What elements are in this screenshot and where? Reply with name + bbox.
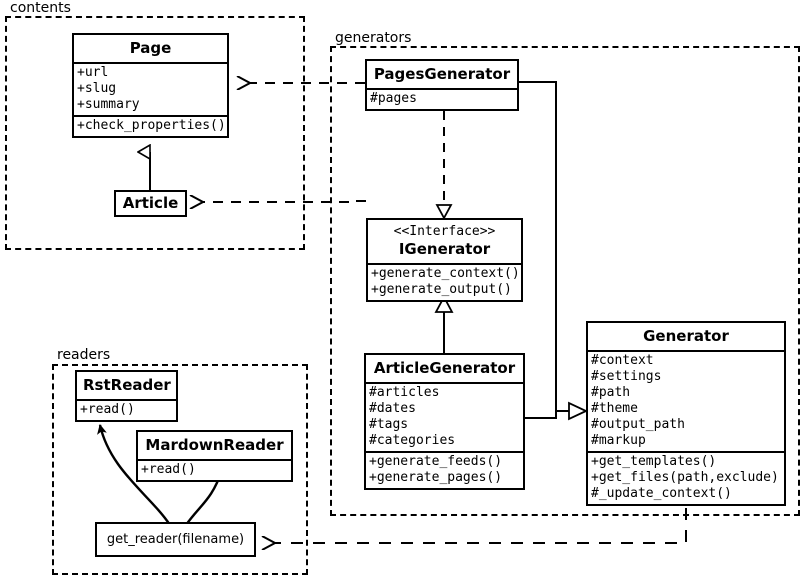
- class-article-generator[interactable]: ArticleGenerator #articles #dates #tags …: [364, 353, 525, 490]
- class-generator-name: Generator: [643, 327, 729, 345]
- attribute-row: +slug: [77, 81, 117, 96]
- operation-row: +generate_pages(): [369, 470, 503, 485]
- edge-generator-depends-getreader: [275, 508, 687, 543]
- class-article-generator-attributes: #articles #dates #tags #categories: [366, 382, 523, 451]
- class-page-attributes: +url +slug +summary: [74, 62, 227, 115]
- edge-pagesgenerator-realizes-igenerator: [435, 111, 453, 220]
- operation-row: +get_files(path,exclude): [591, 470, 779, 485]
- operation-row: +read(): [80, 402, 135, 417]
- class-page-operations: +check_properties(): [74, 115, 227, 136]
- class-generator-attributes: #context #settings #path #theme #output_…: [588, 350, 784, 451]
- attribute-row: +summary: [77, 97, 140, 112]
- attribute-row: #context: [591, 353, 654, 368]
- class-igenerator-header: <<Interface>> IGenerator: [368, 220, 521, 263]
- class-article[interactable]: Article: [114, 190, 187, 217]
- operation-row: +generate_feeds(): [369, 454, 503, 469]
- class-mardown-reader[interactable]: MardownReader +read(): [136, 430, 293, 482]
- edge-articlegenerator-generalizes-generator: [525, 411, 557, 419]
- class-mardown-reader-name: MardownReader: [145, 436, 284, 454]
- operation-row: +read(): [141, 462, 196, 477]
- class-generator[interactable]: Generator #context #settings #path #them…: [586, 321, 786, 506]
- class-pages-generator[interactable]: PagesGenerator #pages: [365, 59, 519, 111]
- operation-row: +check_properties(): [77, 118, 226, 133]
- class-rst-reader-operations: +read(): [77, 399, 176, 420]
- node-get-reader-label: get_reader(filename): [106, 532, 245, 547]
- package-generators-frame: [330, 46, 800, 516]
- attribute-row: #dates: [369, 401, 416, 416]
- edge-pagesgenerator-generalizes-generator: [519, 81, 589, 421]
- attribute-row: #articles: [369, 385, 440, 400]
- node-get-reader[interactable]: get_reader(filename): [95, 522, 256, 557]
- class-article-generator-name: ArticleGenerator: [373, 359, 516, 377]
- class-rst-reader[interactable]: RstReader +read(): [75, 370, 178, 422]
- class-pages-generator-attributes: #pages: [367, 88, 517, 109]
- attribute-row: #output_path: [591, 417, 685, 432]
- class-generator-operations: +get_templates() +get_files(path,exclude…: [588, 451, 784, 504]
- package-readers-label: readers: [55, 347, 113, 363]
- edge-getreader-calls-rstreader: [97, 424, 171, 526]
- attribute-row: +url: [77, 65, 109, 80]
- class-pages-generator-name: PagesGenerator: [373, 65, 511, 83]
- class-article-generator-operations: +generate_feeds() +generate_pages(): [366, 451, 523, 488]
- edge-articlegenerator-generalizes-igenerator: [434, 295, 454, 355]
- class-igenerator-operations: +generate_context() +generate_output(): [368, 263, 521, 300]
- attribute-row: #theme: [591, 401, 638, 416]
- attribute-row: #tags: [369, 417, 409, 432]
- package-readers-frame: [52, 364, 308, 575]
- edge-articlegenerator-depends-article: [203, 201, 366, 202]
- package-generators-label: generators: [333, 30, 414, 46]
- class-article-name: Article: [122, 194, 179, 212]
- class-igenerator-name: IGenerator: [398, 240, 491, 258]
- class-page[interactable]: Page +url +slug +summary +check_properti…: [72, 33, 229, 138]
- operation-row: +generate_output(): [371, 282, 512, 297]
- attribute-row: #path: [591, 385, 631, 400]
- class-igenerator-stereotype: <<Interface>>: [393, 224, 496, 239]
- attribute-row: #categories: [369, 433, 456, 448]
- package-contents-frame: [5, 16, 305, 250]
- operation-row: #_update_context(): [591, 486, 732, 501]
- class-igenerator[interactable]: <<Interface>> IGenerator +generate_conte…: [366, 218, 523, 302]
- operation-row: +get_templates(): [591, 454, 717, 469]
- package-contents-label: contents: [8, 0, 73, 16]
- class-mardown-reader-operations: +read(): [138, 459, 291, 480]
- attribute-row: #markup: [591, 433, 646, 448]
- class-rst-reader-name: RstReader: [83, 376, 171, 394]
- attribute-row: #settings: [591, 369, 662, 384]
- attribute-row: #pages: [370, 91, 417, 106]
- class-page-name: Page: [129, 39, 172, 57]
- operation-row: +generate_context(): [371, 266, 520, 281]
